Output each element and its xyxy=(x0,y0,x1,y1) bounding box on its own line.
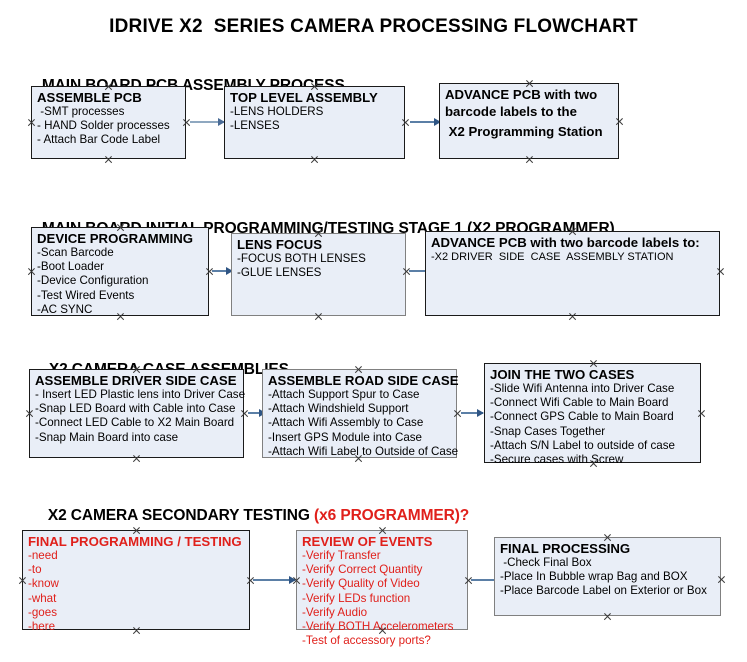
box-title: JOIN THE TWO CASES xyxy=(490,367,635,382)
box-line: -Check Final Box xyxy=(500,556,592,569)
box-assemble-pcb[interactable]: ASSEMBLE PCB -SMT processes - HAND Solde… xyxy=(31,86,186,159)
box-line: -to xyxy=(28,563,42,577)
connector-assemble-pcb-to-top-level-assembly xyxy=(190,118,225,126)
connector-device-programming-to-lens-focus xyxy=(212,267,233,275)
box-join-the-two-cases[interactable]: JOIN THE TWO CASES -Slide Wifi Antenna i… xyxy=(484,363,701,466)
box-title: REVIEW OF EVENTS xyxy=(302,534,433,549)
box-title: ASSEMBLE PCB xyxy=(37,90,142,105)
box-line: -GLUE LENSES xyxy=(237,266,322,280)
box-advance-pcb-to-driver-side-case[interactable]: ADVANCE PCB with two barcode labels to: … xyxy=(425,231,720,316)
box-final-processing[interactable]: FINAL PROCESSING -Check Final Box -Place… xyxy=(494,537,721,616)
box-line: -Verify BOTH Accelerometers xyxy=(302,620,454,634)
box-line: -Secure cases with Screw xyxy=(490,453,624,467)
section-heading-text: X2 CAMERA SECONDARY TESTING xyxy=(47,507,315,524)
box-line: -Connect GPS Cable to Main Board xyxy=(490,410,674,424)
box-line: -Scan Barcode xyxy=(37,246,114,259)
box-title: LENS FOCUS xyxy=(237,237,322,252)
box-title: ASSEMBLE ROAD SIDE CASE xyxy=(268,373,459,388)
arrow-head-icon xyxy=(477,409,484,417)
section-heading-x2-camera-secondary-testing: X2 CAMERA SECONDARY TESTING (x6 PROGRAMM… xyxy=(31,489,469,543)
box-line: -Place In Bubble wrap Bag and BOX xyxy=(500,570,688,584)
box-advance-pcb-to-programming-station[interactable]: ADVANCE PCB with two barcode labels to t… xyxy=(439,83,619,159)
box-line: -FOCUS BOTH LENSES xyxy=(237,252,366,265)
page-title: IDRIVE X2 SERIES CAMERA PROCESSING FLOWC… xyxy=(109,16,638,37)
connector-top-level-assembly-to-advance-pcb xyxy=(410,118,441,126)
arrow-head-icon xyxy=(289,576,296,584)
box-line: -Attach Support Spur to Case xyxy=(268,388,420,401)
box-line: -Verify Quality of Video xyxy=(302,577,420,591)
box-line: -Connect LED Cable to X2 Main Board xyxy=(35,416,235,430)
box-line: -know xyxy=(28,577,59,591)
box-line: - HAND Solder processes xyxy=(37,119,170,133)
section-heading-accent: (x6 PROGRAMMER)? xyxy=(314,507,470,524)
box-line: -Snap LED Board with Cable into Case xyxy=(35,402,236,416)
box-line: -here xyxy=(28,620,56,634)
box-line: -Attach S/N Label to outside of case xyxy=(490,438,675,452)
box-final-programming-testing[interactable]: FINAL PROGRAMMING / TESTING -need -to -k… xyxy=(22,530,250,633)
arrow-head-icon xyxy=(226,267,233,275)
box-line: X2 Programming Station xyxy=(445,124,603,139)
box-line: -Connect Wifi Cable to Main Board xyxy=(490,396,669,410)
box-assemble-driver-side-case[interactable]: ASSEMBLE DRIVER SIDE CASE - Insert LED P… xyxy=(29,369,246,458)
box-line: -Snap Main Board into case xyxy=(35,430,179,444)
box-line: -Verify Transfer xyxy=(302,549,381,562)
arrow-head-icon xyxy=(434,118,441,126)
box-title: ADVANCE PCB with two xyxy=(445,87,598,102)
box-assemble-road-side-case[interactable]: ASSEMBLE ROAD SIDE CASE -Attach Support … xyxy=(262,369,459,458)
box-line: -Device Configuration xyxy=(37,274,149,288)
box-line: -Slide Wifi Antenna into Driver Case xyxy=(490,382,675,395)
box-line: -need xyxy=(28,549,58,562)
box-line: barcode labels to the xyxy=(445,104,577,119)
box-line: -Insert GPS Module into Case xyxy=(268,430,423,444)
box-line: -Attach Wifi Assembly to Case xyxy=(268,416,424,430)
box-line: -what xyxy=(28,591,57,605)
box-title: DEVICE PROGRAMMING xyxy=(37,231,194,246)
box-device-programming[interactable]: DEVICE PROGRAMMING -Scan Barcode -Boot L… xyxy=(31,227,209,316)
box-title: FINAL PROGRAMMING / TESTING xyxy=(28,534,242,549)
box-lens-focus[interactable]: LENS FOCUS -FOCUS BOTH LENSES -GLUE LENS… xyxy=(231,233,406,316)
box-review-of-events[interactable]: REVIEW OF EVENTS -Verify Transfer -Verif… xyxy=(296,530,468,647)
box-line: -X2 DRIVER SIDE CASE ASSEMBLY STATION xyxy=(431,251,674,263)
box-title: FINAL PROCESSING xyxy=(500,541,631,556)
box-line: -Place Barcode Label on Exterior or Box xyxy=(500,584,707,598)
box-line: - Insert LED Plastic lens into Driver Ca… xyxy=(35,388,246,401)
box-title: ADVANCE PCB with two barcode labels to: xyxy=(431,235,700,250)
box-line: -Test Wired Events xyxy=(37,288,135,302)
box-line: -SMT processes xyxy=(37,105,125,118)
box-line: -Test of accessory ports? xyxy=(302,634,431,648)
box-line: -Attach Windshield Support xyxy=(268,402,409,416)
box-line: -LENS HOLDERS xyxy=(230,105,324,118)
box-line: -Boot Loader xyxy=(37,260,105,274)
box-line: -goes xyxy=(28,605,58,619)
box-top-level-assembly[interactable]: TOP LEVEL ASSEMBLY -LENS HOLDERS -LENSES xyxy=(224,86,405,159)
box-line: -AC SYNC xyxy=(37,302,93,316)
box-line: -Verify Correct Quantity xyxy=(302,563,423,577)
box-line: -Verify Audio xyxy=(302,605,368,619)
connector-final-programming-to-review-of-events xyxy=(253,576,296,584)
connector-road-side-to-join-cases xyxy=(461,409,484,417)
box-title: ASSEMBLE DRIVER SIDE CASE xyxy=(35,373,237,388)
box-line: -LENSES xyxy=(230,119,280,133)
arrow-head-icon xyxy=(218,118,225,126)
box-line: -Verify LEDs function xyxy=(302,591,411,605)
box-line: -Attach Wifi Label to Outside of Case xyxy=(268,444,459,458)
box-line: - Attach Bar Code Label xyxy=(37,133,161,147)
box-line: -Snap Cases Together xyxy=(490,424,606,438)
box-title: TOP LEVEL ASSEMBLY xyxy=(230,90,378,105)
